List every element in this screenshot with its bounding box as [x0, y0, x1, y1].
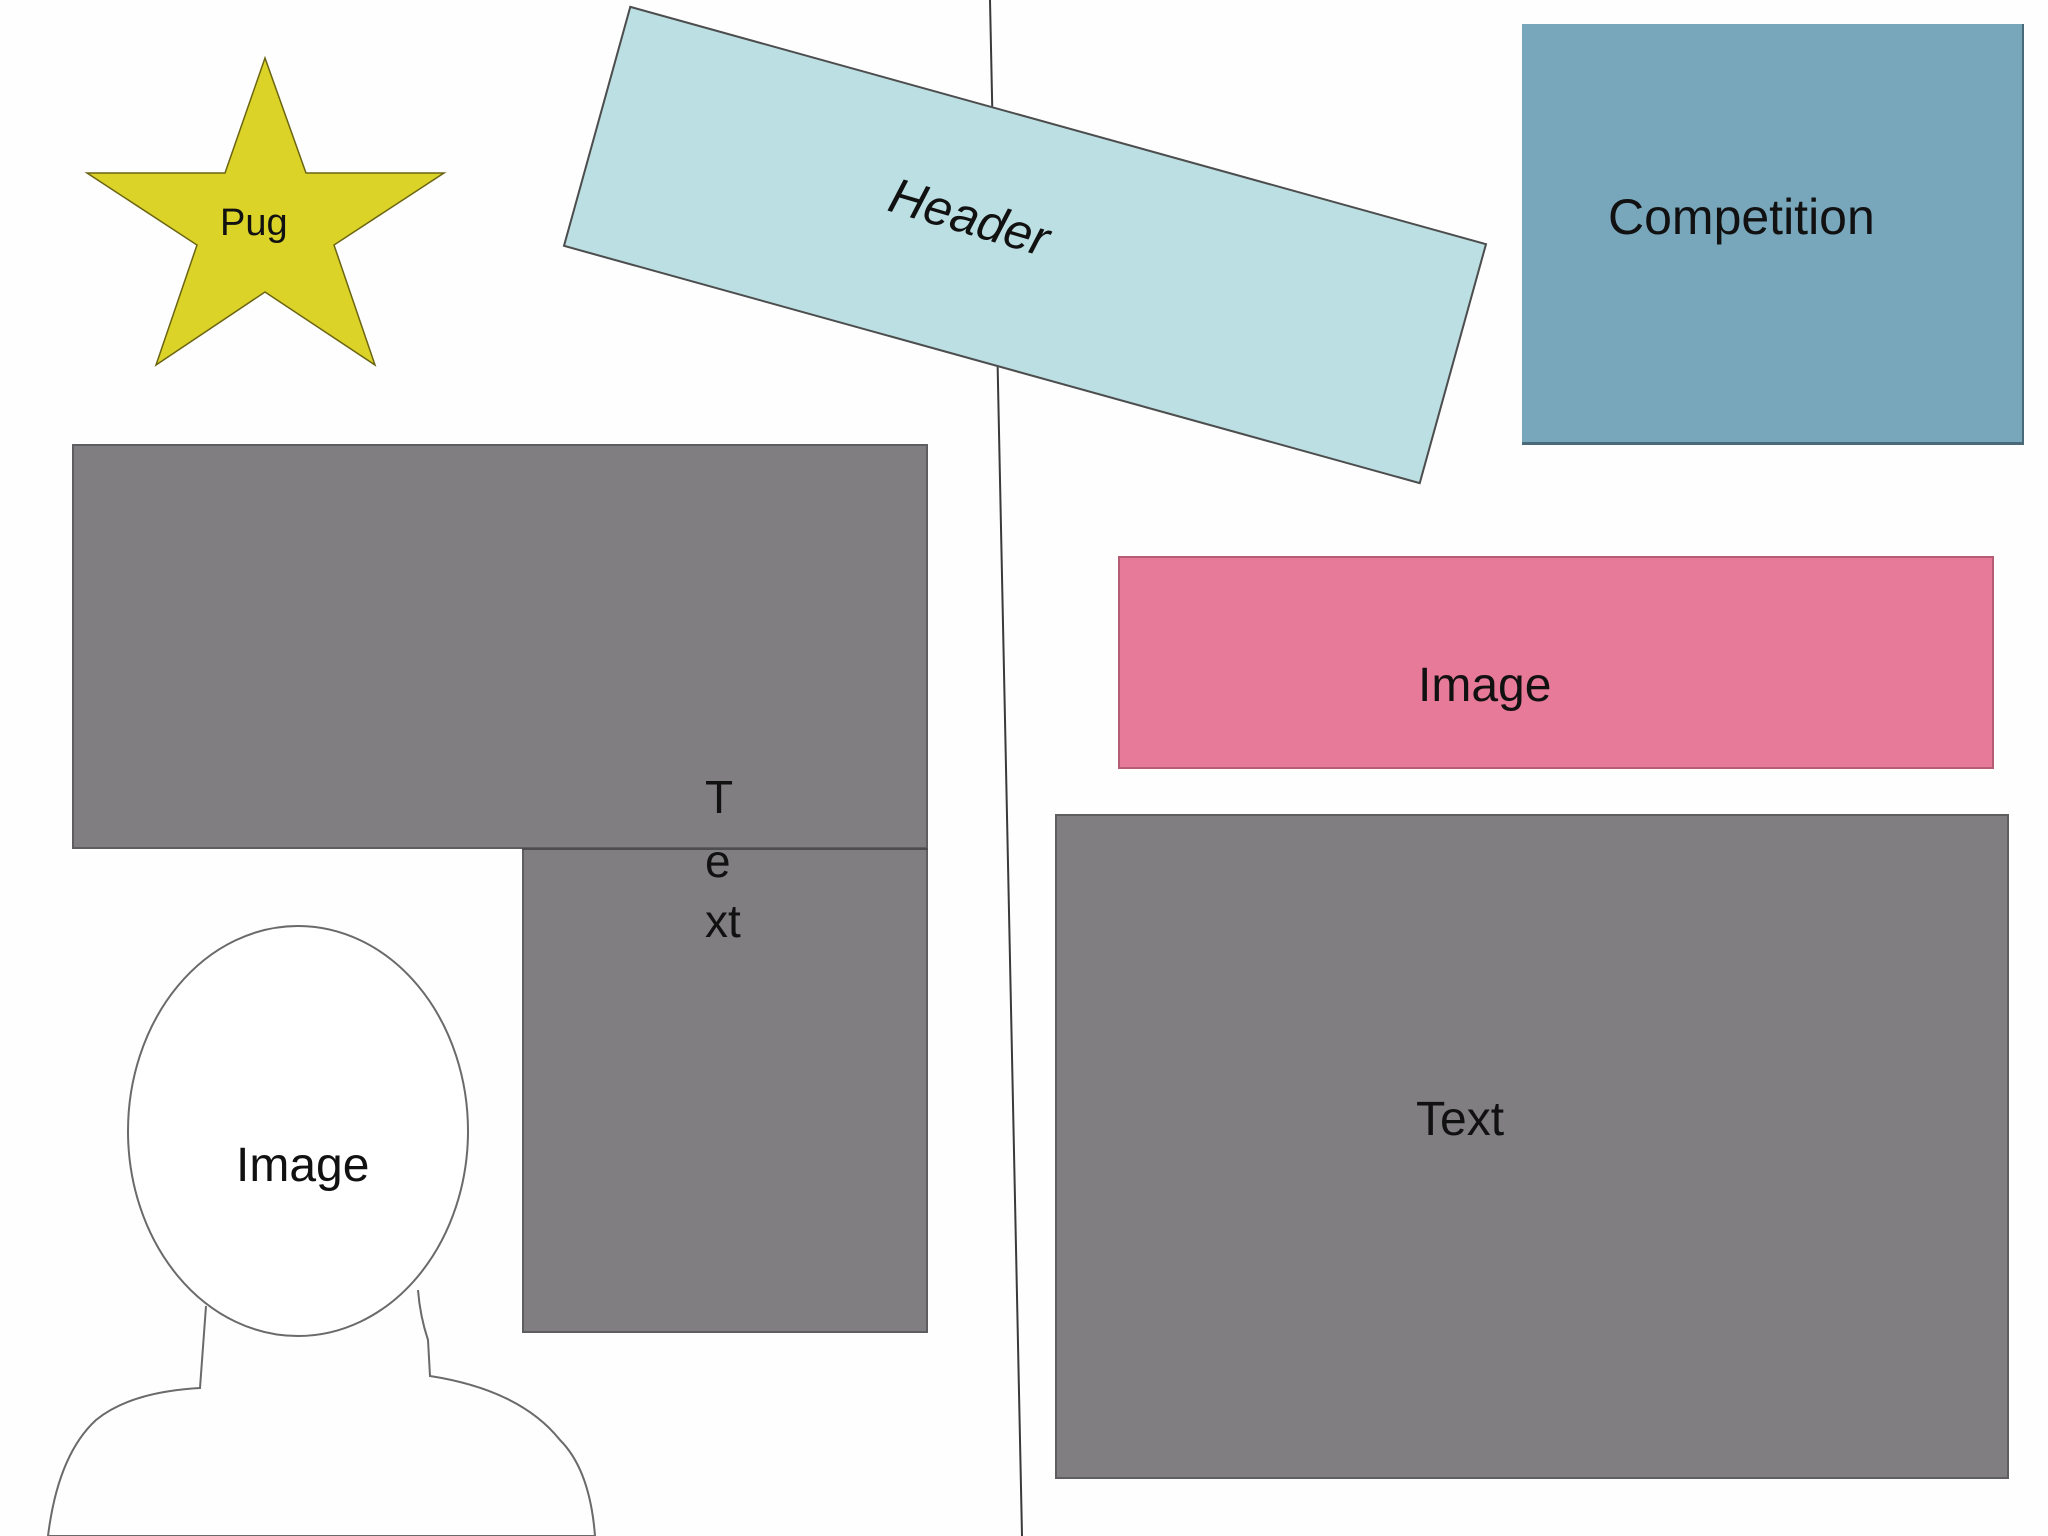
right-text-block: Text — [1055, 814, 2009, 1479]
right-image-label: Image — [1418, 659, 1552, 712]
left-text-block-seam — [522, 848, 928, 850]
left-text-label-line-3: xt — [705, 895, 741, 947]
right-image-block: Image — [1118, 556, 1994, 769]
competition-label: Competition — [1608, 189, 1875, 245]
right-text-label: Text — [1416, 1093, 1505, 1146]
star-label: Pug — [220, 202, 288, 244]
left-text-block-bottom — [522, 849, 928, 1333]
left-text-label-line-1: T — [705, 771, 734, 823]
left-text-label-line-2: e — [705, 835, 731, 887]
portrait-image-label: Image — [236, 1139, 370, 1192]
star-shape — [84, 55, 447, 367]
person-shoulders — [46, 1289, 597, 1536]
competition-block: Competition — [1522, 24, 2024, 445]
person-head — [127, 925, 469, 1337]
left-text-block-top — [72, 444, 928, 849]
